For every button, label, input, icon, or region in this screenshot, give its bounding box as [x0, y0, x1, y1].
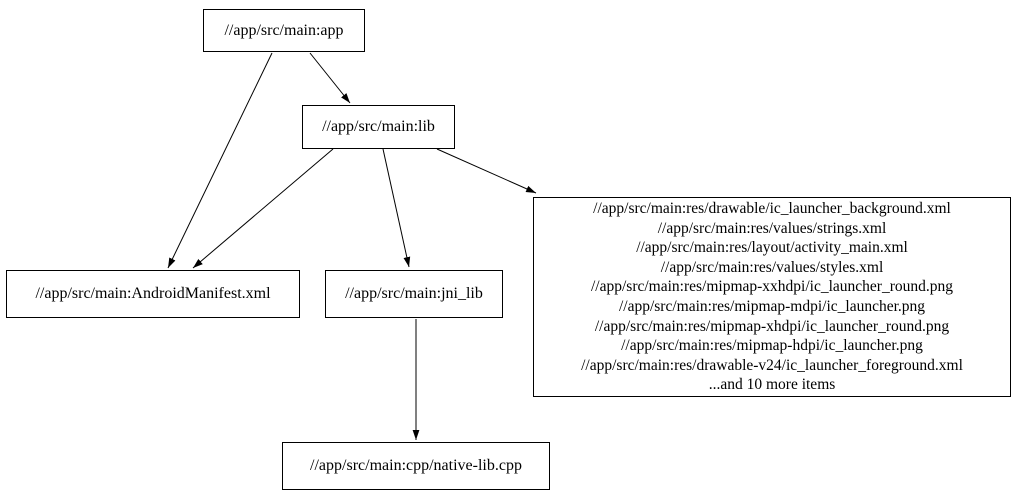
- node-app: //app/src/main:app: [203, 9, 365, 52]
- res-group-line: //app/src/main:res/mipmap-hdpi/ic_launch…: [621, 337, 923, 355]
- node-jni-lib: //app/src/main:jni_lib: [325, 270, 503, 318]
- res-group-more-items: ...and 10 more items: [708, 376, 836, 394]
- node-native-lib-label: //app/src/main:cpp/native-lib.cpp: [310, 457, 522, 474]
- edge-app-to-android-manifest: [167, 52, 273, 269]
- node-lib: //app/src/main:lib: [302, 105, 455, 149]
- edge-lib-to-android-manifest: [192, 148, 334, 269]
- node-jni-lib-label: //app/src/main:jni_lib: [345, 285, 483, 302]
- res-group-line: //app/src/main:res/drawable-v24/ic_launc…: [581, 356, 963, 374]
- res-group-line: //app/src/main:res/mipmap-mdpi/ic_launch…: [618, 298, 926, 315]
- res-group-line: //app/src/main:res/values/strings.xml: [657, 219, 887, 237]
- res-group-line: //app/src/main:res/values/styles.xml: [660, 258, 884, 276]
- node-lib-label: //app/src/main:lib: [322, 118, 435, 135]
- res-group-line: //app/src/main:res/drawable/ic_launcher_…: [593, 200, 951, 218]
- node-android-manifest-label: //app/src/main:AndroidManifest.xml: [35, 285, 271, 302]
- res-group-line: //app/src/main:res/layout/activity_main.…: [636, 239, 908, 257]
- node-res-group: //app/src/main:res/drawable/ic_launcher_…: [533, 197, 1011, 397]
- res-group-line: //app/src/main:res/mipmap-xhdpi/ic_launc…: [594, 317, 950, 335]
- edge-lib-to-res-group: [436, 148, 537, 194]
- node-android-manifest: //app/src/main:AndroidManifest.xml: [6, 270, 300, 318]
- node-app-label: //app/src/main:app: [224, 21, 344, 39]
- res-group-line: //app/src/main:res/mipmap-xxhdpi/ic_laun…: [590, 278, 953, 296]
- node-native-lib: //app/src/main:cpp/native-lib.cpp: [282, 442, 550, 490]
- edge-app-to-lib: [309, 52, 351, 104]
- edge-lib-to-jni-lib: [382, 148, 411, 268]
